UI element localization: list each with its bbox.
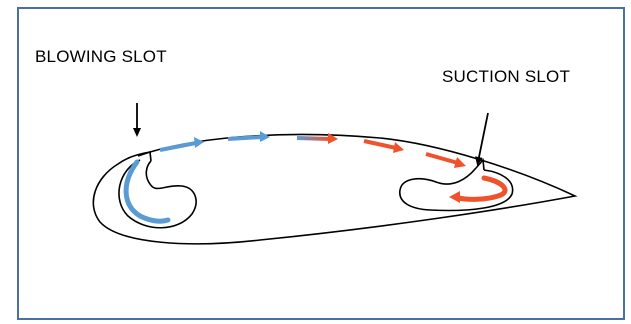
blowing-plenum <box>118 159 197 229</box>
flow-arrow-blue-2 <box>227 131 270 142</box>
airfoil-outline <box>92 133 578 245</box>
suction-plenum <box>399 167 514 212</box>
flow-arrow-blue-1 <box>159 137 204 152</box>
suction-slot-label: SUCTION SLOT <box>442 67 571 86</box>
flow-arrow-gradient <box>296 133 338 144</box>
blowing-slot-label: BLOWING SLOT <box>35 47 167 66</box>
suction-flow-arrow <box>449 175 508 203</box>
suction-pointer-arrow <box>475 112 489 166</box>
blowing-flow-curve <box>123 159 171 224</box>
flow-arrow-red-2 <box>425 152 466 168</box>
surface-flow-arrows <box>159 131 466 168</box>
blowing-slot-lip <box>137 150 152 162</box>
flow-arrow-red-1 <box>363 139 404 153</box>
